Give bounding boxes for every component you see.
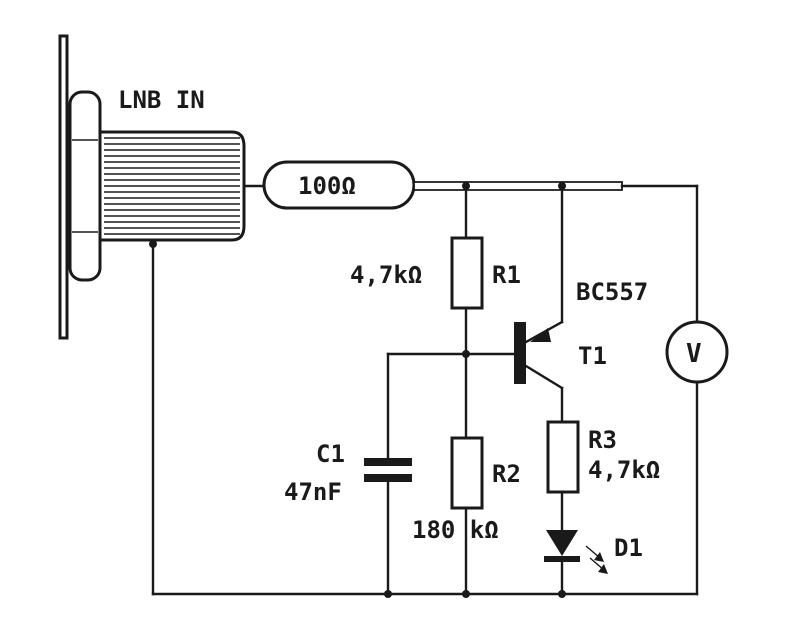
r2-name: R2 xyxy=(492,460,521,488)
transistor-type: BC557 xyxy=(576,278,648,306)
r3-name: R3 xyxy=(588,426,617,454)
t1-base-bar xyxy=(514,322,526,384)
c1-value: 47nF xyxy=(284,478,342,506)
c1-plate-top xyxy=(364,458,412,466)
c1-plate-bottom xyxy=(364,474,412,482)
transistor-name: T1 xyxy=(578,342,607,370)
t1-arrow xyxy=(530,328,551,342)
t1-transistor xyxy=(514,184,564,424)
r3-resistor xyxy=(546,420,580,494)
f-connector xyxy=(58,34,266,340)
r1-value: 4,7kΩ xyxy=(350,261,422,289)
d1-led xyxy=(544,530,608,596)
r3-value: 4,7kΩ xyxy=(588,456,660,484)
connector-label: LNB IN xyxy=(118,86,205,114)
r2-resistor xyxy=(450,436,484,510)
c1-name: C1 xyxy=(316,440,345,468)
d1-cathode-bar xyxy=(544,556,580,562)
mounting-plate xyxy=(58,34,69,340)
thread-lines xyxy=(104,137,240,235)
d1-triangle xyxy=(546,530,578,556)
top-rail xyxy=(413,181,623,191)
connector-nut xyxy=(68,90,102,282)
series-resistor-label: 100Ω xyxy=(298,172,356,200)
voltmeter-label: V xyxy=(686,339,702,369)
r2-value: 180 kΩ xyxy=(412,516,499,544)
r1-resistor xyxy=(450,236,484,310)
r1-name: R1 xyxy=(492,261,521,289)
led-name: D1 xyxy=(614,534,643,562)
